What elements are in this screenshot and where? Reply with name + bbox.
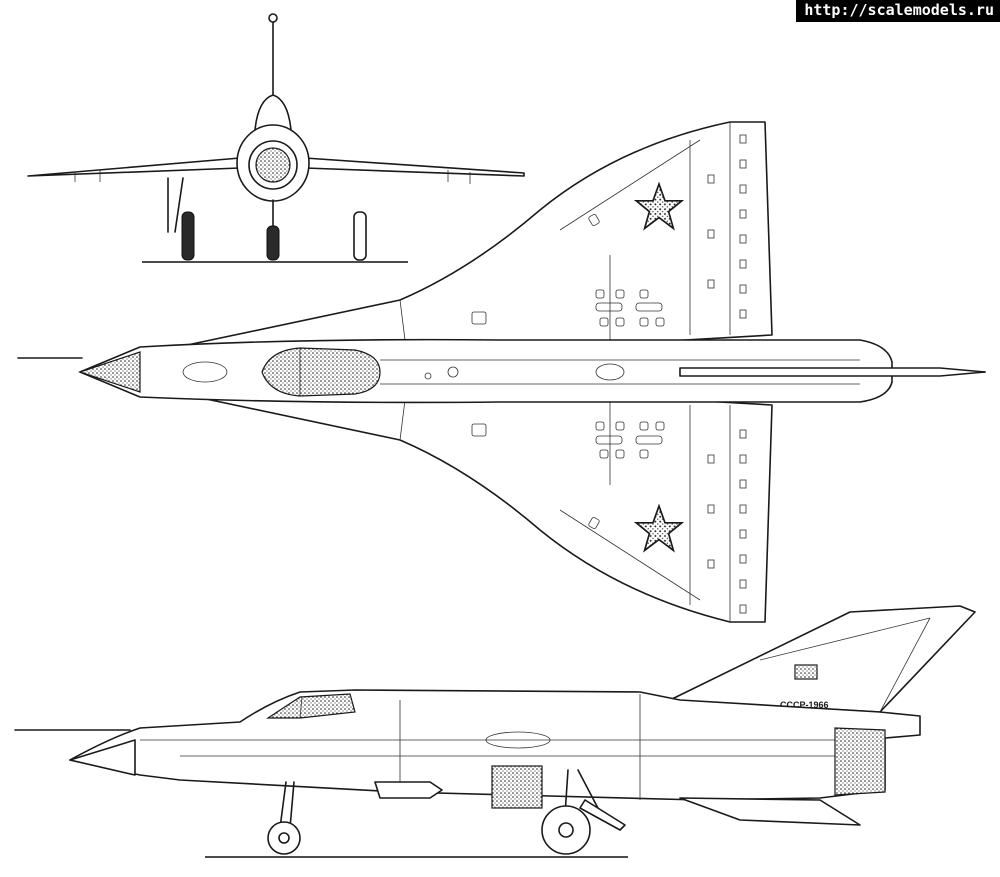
side-view: СССР-1966: [14, 605, 976, 858]
top-view-canopy: [261, 347, 381, 397]
front-view-main-gear-door: [353, 211, 367, 261]
front-view-nose-wheel: [266, 225, 280, 261]
front-view-main-wheel-left: [181, 211, 195, 261]
top-view-wing-lower: [139, 384, 773, 623]
top-view: [17, 121, 986, 623]
side-view-exhaust: [834, 727, 886, 796]
side-view-registration: СССР-1966: [780, 700, 829, 710]
side-view-gun-pack: [491, 765, 543, 809]
watermark-url: http://scalemodels.ru: [796, 0, 1000, 22]
top-view-nose-cone: [78, 351, 141, 393]
top-view-panel-cluster-upper: [471, 214, 665, 327]
side-view-vertical-fin: [669, 605, 976, 713]
side-view-canopy: [265, 693, 356, 719]
top-view-wing-upper: [139, 121, 773, 356]
top-view-panel-cluster-lower: [471, 421, 665, 529]
front-view-intake-cone: [255, 147, 291, 183]
side-view-nose-cone: [69, 739, 136, 776]
front-view: [27, 13, 525, 263]
